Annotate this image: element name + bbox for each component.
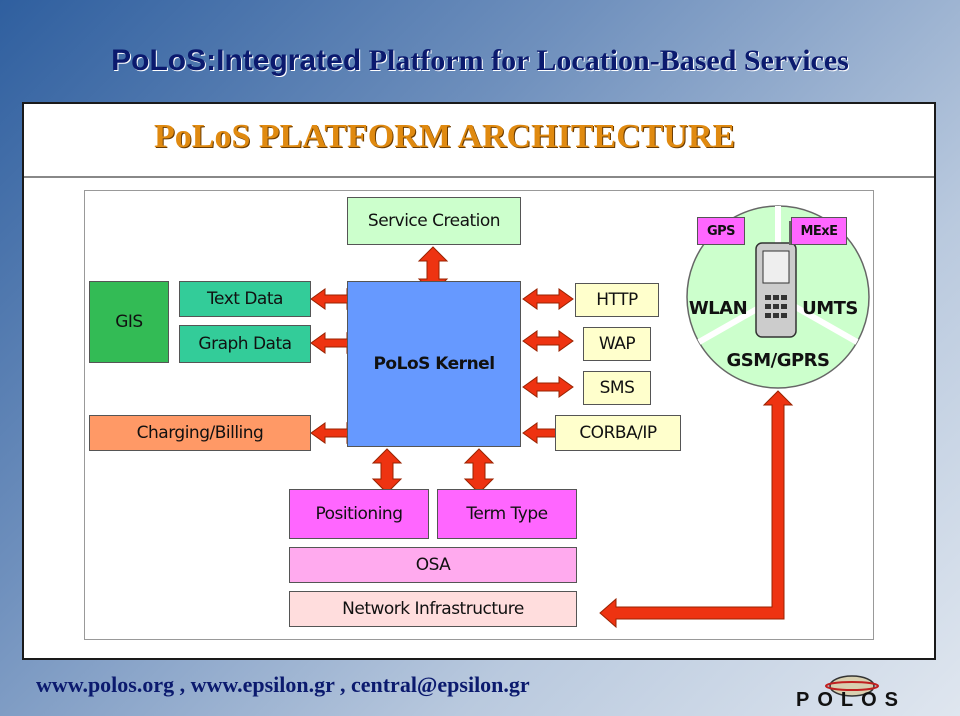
gps-label: GPS bbox=[697, 217, 745, 245]
content-panel: PoLoS PLATFORM ARCHITECTURE bbox=[22, 102, 936, 660]
graph-data-box: Graph Data bbox=[179, 325, 311, 363]
service-creation-box: Service Creation bbox=[347, 197, 521, 245]
gis-box: GIS bbox=[89, 281, 169, 363]
wap-box: WAP bbox=[583, 327, 651, 361]
footer-links: www.polos.org , www.epsilon.gr , central… bbox=[36, 672, 530, 697]
positioning-box: Positioning bbox=[289, 489, 429, 539]
mexe-label: MExE bbox=[791, 217, 847, 245]
wlan-label: WLAN bbox=[688, 297, 748, 319]
title-part1: PoLoS:Integrated bbox=[111, 44, 362, 77]
charging-billing-box: Charging/Billing bbox=[89, 415, 311, 451]
slide-subtitle: PoLoS PLATFORM ARCHITECTURE bbox=[154, 118, 736, 155]
term-type-box: Term Type bbox=[437, 489, 577, 539]
text-data-box: Text Data bbox=[179, 281, 311, 317]
polos-kernel-box: PoLoS Kernel bbox=[347, 281, 521, 447]
gsm-gprs-label: GSM/GPRS bbox=[726, 349, 830, 371]
umts-label: UMTS bbox=[802, 297, 858, 319]
logo-text: POLOS bbox=[796, 689, 906, 710]
http-box: HTTP bbox=[575, 283, 659, 317]
sms-box: SMS bbox=[583, 371, 651, 405]
title-part2: Platform for Location-Based Services bbox=[361, 44, 849, 77]
slide-title: PoLoS:Integrated Platform for Location-B… bbox=[0, 44, 960, 78]
polos-logo: POLOS bbox=[792, 664, 942, 710]
divider bbox=[24, 176, 934, 178]
osa-box: OSA bbox=[289, 547, 577, 583]
network-infrastructure-box: Network Infrastructure bbox=[289, 591, 577, 627]
corba-ip-box: CORBA/IP bbox=[555, 415, 681, 451]
architecture-diagram: Service Creation GIS Text Data Graph Dat… bbox=[84, 190, 874, 640]
